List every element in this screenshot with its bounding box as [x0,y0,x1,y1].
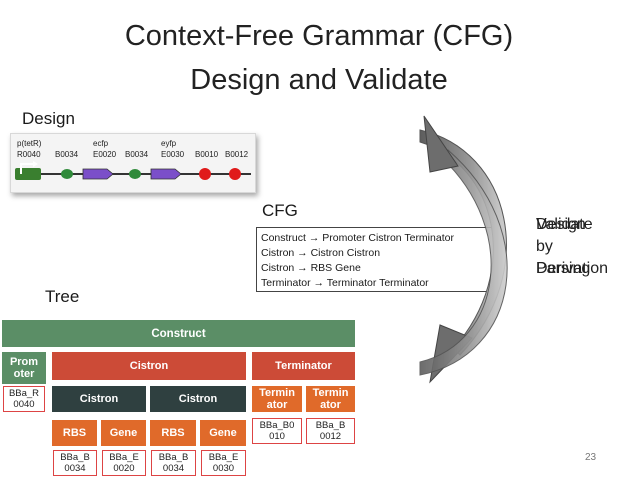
arrow-label-validate: Validate [536,216,593,233]
design-part-id: B0010 [195,150,219,159]
design-part-id: R0040 [17,150,41,159]
promoter-icon [15,161,41,180]
tree-leaf-gene-a-part: BBa_E 0020 [102,450,146,476]
tree-leaf-gene-b-part: BBa_E 0030 [201,450,246,476]
cfg-rule: Cistron → RBS Gene [261,262,361,274]
tree-leaf-terminator-a-part: BBa_B0 010 [252,418,302,444]
tree-node-cistron-a: Cistron [52,386,146,412]
tree-node-terminator: Terminator [252,352,355,380]
rbs-icon [61,169,73,179]
tree-node-rbs-a: RBS [52,420,97,446]
design-part-name: ecfp [93,139,109,148]
cfg-rule: Terminator → Terminator Terminator [261,277,429,289]
terminator-icon [229,168,241,180]
arrow-label-derivation: Derivation [536,260,609,277]
tree-node-gene-b: Gene [200,420,246,446]
slide-title-line1: Context-Free Grammar (CFG) [124,20,514,52]
design-part-name: eyfp [161,139,177,148]
design-part-id: B0034 [55,150,79,159]
tree-label: Tree [45,287,80,306]
arrow-label-parsing: Parsing [536,260,591,277]
tree-leaf-rbs-a-part: BBa_B 0034 [53,450,97,476]
tree-node-cistron-b: Cistron [150,386,246,412]
design-part-id: E0020 [93,150,117,159]
tree-node-terminator-b: Termin ator [306,386,355,412]
terminator-icon [199,168,211,180]
rbs-icon [129,169,141,179]
tree-node-rbs-b: RBS [150,420,196,446]
tree-node-cistron: Cistron [52,352,246,380]
design-validate-cycle-arrows [419,115,508,384]
upward-arrow-icon [419,115,508,376]
design-part-id: E0030 [161,150,185,159]
design-part-id: B0012 [225,150,249,159]
page-number: 23 [585,452,597,463]
gene-icon [150,168,182,180]
cfg-rule: Cistron → Cistron Cistron [261,247,381,259]
tree-leaf-promoter-part: BBa_R 0040 [3,386,45,412]
design-label: Design [22,109,75,128]
cfg-label: CFG [262,201,298,220]
tree-leaf-rbs-b-part: BBa_B 0034 [151,450,196,476]
arrow-label-design: Design [536,216,586,233]
tree-leaf-terminator-b-part: BBa_B 0012 [306,418,355,444]
arrow-label-line2: by [536,238,553,255]
design-part-id: B0034 [125,150,149,159]
cfg-rule: Construct → Promoter Cistron Terminator [261,232,454,244]
slide-title-line2: Design and Validate [190,64,448,96]
tree-node-gene-a: Gene [101,420,146,446]
cfg-rules-box: Construct → Promoter Cistron Terminator … [256,227,496,292]
tree-node-terminator-a: Termin ator [252,386,302,412]
tree-node-construct: Construct [2,320,355,347]
design-part-name: p(tetR) [17,139,42,148]
tree-node-promoter: Prom oter [2,352,46,384]
gene-icon [82,168,114,180]
